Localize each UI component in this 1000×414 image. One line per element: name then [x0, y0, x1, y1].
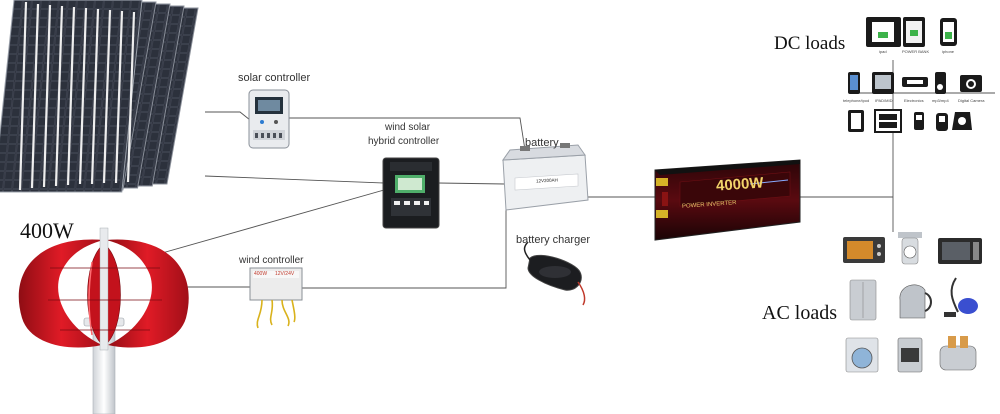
hybrid-controller-label-line2: hybrid controller [368, 136, 440, 147]
toaster-icon [939, 336, 977, 371]
ac-device-icons [843, 232, 982, 373]
dc-caption-1: POWER BANK [902, 49, 930, 54]
dc-caption-2: iphone [942, 49, 955, 54]
refrigerator-icon [849, 279, 877, 321]
wire-wind-controller-to-battery [300, 210, 507, 289]
solar-controller-device [248, 89, 290, 149]
dc-caption-0: ipad [879, 49, 887, 54]
battery-charger-device [523, 241, 586, 306]
wind-turbine [18, 227, 189, 414]
wind-controller-device [249, 267, 303, 329]
microwave-icon [938, 238, 982, 264]
dc-caption-7: Digital Camera [958, 98, 985, 103]
power-rating-label: 400W [20, 218, 74, 243]
wind-controller-label: wind controller [239, 255, 304, 266]
wire-panel-to-solar-controller [205, 111, 251, 121]
battery-device [501, 143, 589, 211]
solar-controller-label: solar controller [238, 72, 311, 84]
walkie-talkie-icon [914, 112, 924, 130]
kitchen-scale-icon [898, 232, 922, 265]
media-panel-icon [874, 109, 902, 133]
wire-panel-to-hybrid-controller [204, 175, 385, 184]
dc-caption-5: Electronics [904, 98, 924, 103]
oven-icon [897, 337, 923, 373]
dc-caption-3: telephone/ipod [843, 98, 870, 103]
toaster-oven-icon [843, 237, 885, 263]
dc-caption-4: IPAD/MID [875, 98, 893, 103]
hybrid-controller-device [382, 157, 440, 229]
ac-loads-label: AC loads [762, 302, 837, 324]
dc-caption-6: mp3/mp4 [932, 98, 949, 103]
solar-panel-array [0, 0, 199, 193]
inverter-device [654, 159, 801, 241]
dc-loads-label: DC loads [774, 33, 846, 54]
battery-label: battery [525, 137, 559, 149]
wire-solar-controller-to-battery [285, 117, 526, 151]
inverter-watt-label: 4000W [715, 174, 765, 195]
hybrid-controller-label-line1: wind solar [385, 122, 431, 133]
vacuum-cleaner-icon [944, 277, 978, 317]
dc-device-icons [848, 17, 982, 133]
kettle-icon [899, 284, 932, 319]
wind-controller-right-tag: 12V/24V [275, 271, 295, 277]
mp3-player-icon [935, 72, 946, 94]
wind-controller-left-tag: 400W [254, 271, 268, 277]
wire-turbine-to-hybrid-controller [154, 189, 385, 256]
battery-charger-label: battery charger [516, 234, 590, 246]
washing-machine-icon [845, 337, 879, 373]
wire-hybrid-controller-to-battery [437, 182, 506, 185]
